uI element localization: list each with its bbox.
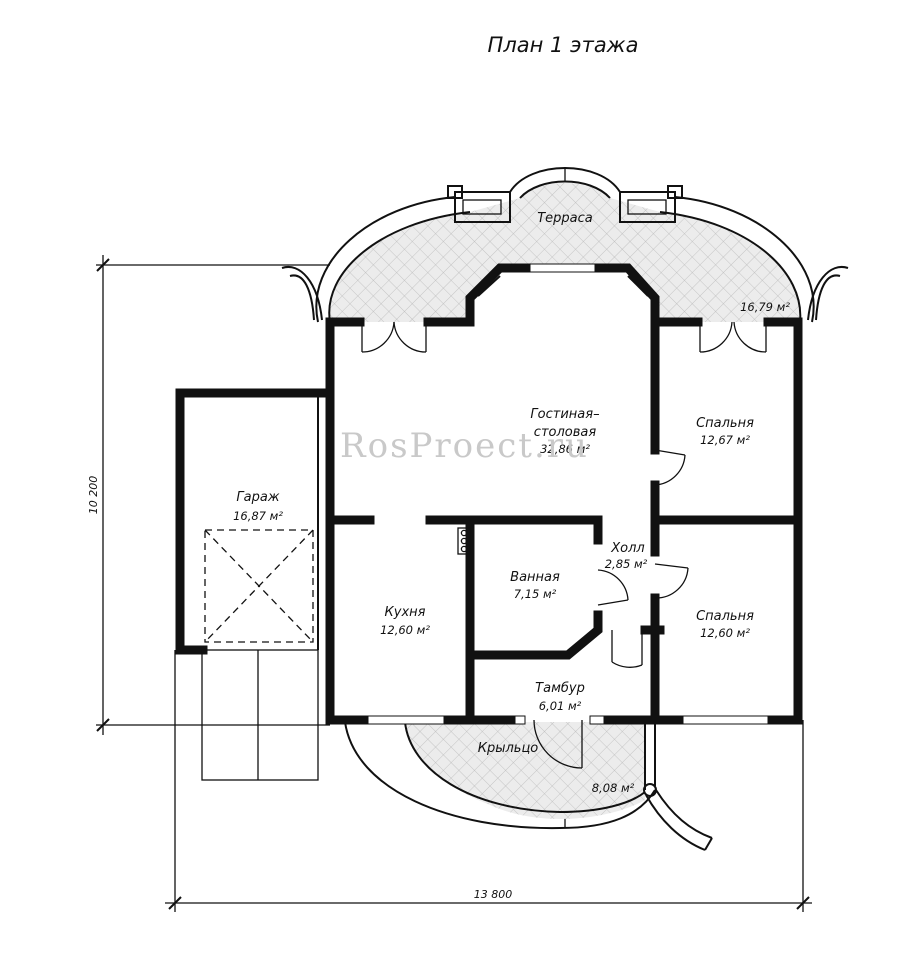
garage: Гараж 16,87 м² — [175, 388, 333, 781]
bedroom2-area: 12,60 м² — [700, 626, 750, 640]
bedroom2-label: Спальня — [696, 609, 754, 624]
terrace-label: Терраса — [537, 211, 593, 226]
kitchen-area: 12,60 м² — [380, 623, 430, 637]
bath-area: 7,15 м² — [514, 587, 557, 601]
stove-icon — [457, 527, 471, 555]
living-label-line2: столовая — [534, 425, 597, 440]
bedroom1-area: 12,67 м² — [700, 433, 750, 447]
bath-label: Ванная — [510, 570, 560, 585]
vestibule-area: 6,01 м² — [539, 699, 582, 713]
dimension-horizontal: 13 800 — [165, 650, 812, 912]
kitchen-label: Кухня — [385, 605, 426, 620]
porch: Крыльцо 8,08 м² — [344, 721, 713, 851]
terrace: Терраса 16,79 м² — [281, 167, 849, 828]
hall-area: 2,85 м² — [605, 557, 648, 571]
dimension-vertical-label: 10 200 — [87, 476, 100, 515]
living-area: 32,86 м² — [540, 442, 590, 456]
watermark: RosProect.ru — [340, 426, 589, 466]
terrace-area: 16,79 м² — [740, 300, 790, 314]
interior-walls — [325, 317, 803, 725]
doors — [361, 321, 767, 769]
porch-area: 8,08 м² — [592, 781, 635, 795]
dimension-vertical: 10 200 — [87, 255, 330, 735]
porch-label: Крыльцо — [478, 741, 539, 756]
garage-area: 16,87 м² — [233, 509, 283, 523]
dimension-horizontal-label: 13 800 — [474, 888, 513, 901]
garage-label: Гараж — [236, 490, 279, 505]
bedroom1-label: Спальня — [696, 416, 754, 431]
vestibule-label: Тамбур — [535, 681, 585, 696]
hall-label: Холл — [610, 541, 644, 556]
living-label-line1: Гостиная– — [530, 407, 599, 422]
plan-title: План 1 этажа — [488, 33, 639, 57]
